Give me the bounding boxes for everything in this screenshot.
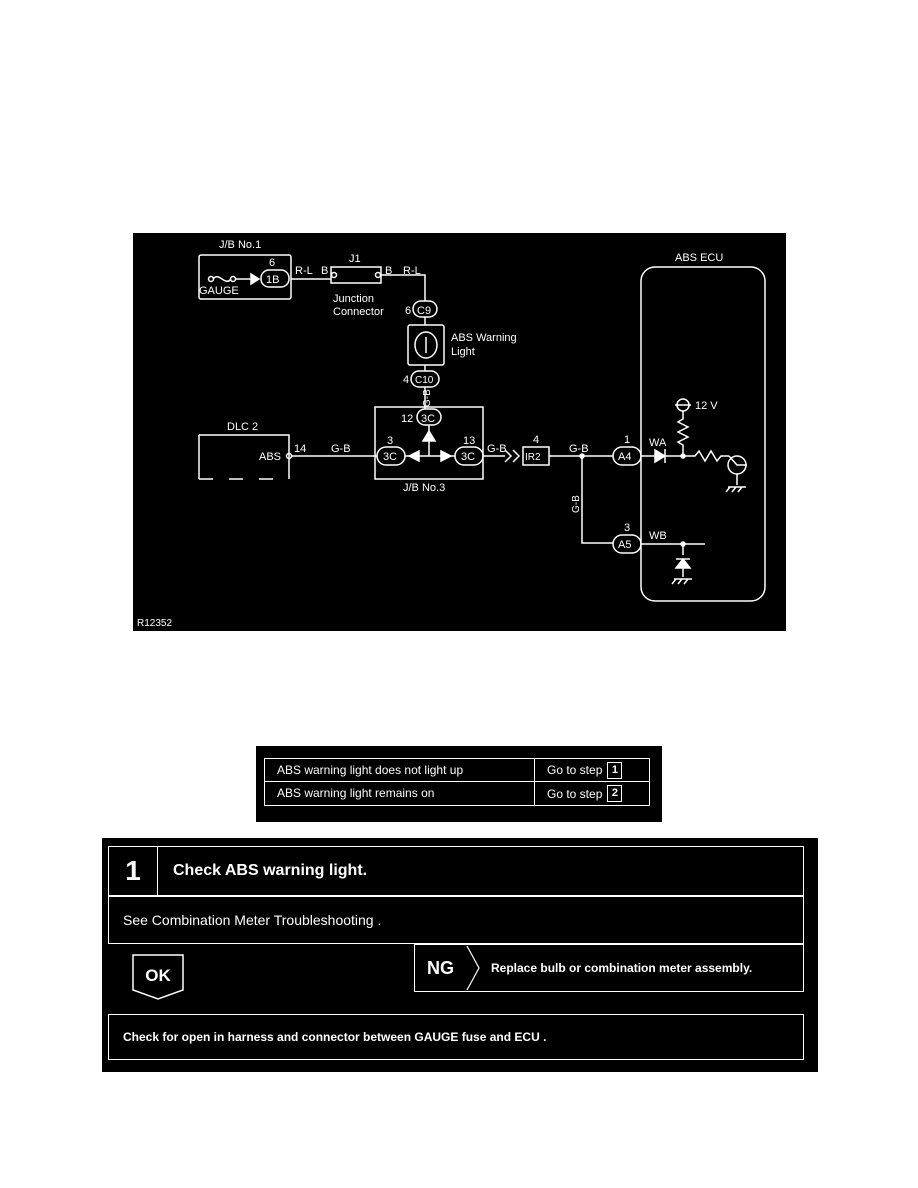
dlc2-abs-terminal: ABS bbox=[259, 451, 281, 463]
chevron-right-icon bbox=[466, 945, 480, 991]
go-to-step-text: Go to step bbox=[547, 786, 603, 801]
ir2-pin: 4 bbox=[533, 434, 539, 446]
jb1-box bbox=[198, 254, 292, 300]
jb3-right-connector: 3C bbox=[461, 451, 475, 463]
abs-warning-light-line1: ABS Warning bbox=[451, 332, 517, 344]
symptom-action: Go to step 2 bbox=[535, 782, 649, 805]
a5-pin: 3 bbox=[624, 522, 630, 534]
ng-result-box: NG Replace bulb or combination meter ass… bbox=[414, 944, 804, 992]
figure-code: R12352 bbox=[137, 618, 172, 629]
step-description-box: See Combination Meter Troubleshooting . bbox=[108, 896, 804, 944]
j1-box bbox=[330, 266, 382, 284]
wire-gb-out: G-B bbox=[487, 443, 507, 455]
step-number: 1 bbox=[109, 847, 158, 895]
step-link-2[interactable]: 2 bbox=[607, 785, 623, 802]
jb3-right-pin: 13 bbox=[463, 435, 475, 447]
c9-connector: C9 bbox=[417, 305, 431, 317]
wire-b-left: B bbox=[321, 265, 328, 277]
abs-ecu-title: ABS ECU bbox=[675, 252, 723, 264]
symptom-action: Go to step 1 bbox=[535, 759, 649, 781]
step-1-panel: 1 Check ABS warning light. See Combinati… bbox=[102, 838, 818, 1072]
wire-rl-right: R-L bbox=[403, 265, 421, 277]
abs-ecu-box bbox=[640, 266, 766, 602]
c10-connector: C10 bbox=[415, 375, 434, 386]
gauge-fuse-label: GAUGE bbox=[199, 285, 239, 297]
jb3-top-pin: 12 bbox=[401, 413, 413, 425]
jb3-title: J/B No.3 bbox=[403, 482, 445, 494]
ok-action: Check for open in harness and connector … bbox=[123, 1030, 547, 1044]
jb1-connector: 1B bbox=[266, 274, 279, 286]
dlc2-title: DLC 2 bbox=[227, 421, 258, 433]
table-row: ABS warning light remains on Go to step … bbox=[264, 782, 650, 806]
abs-wiring-diagram: J/B No.1 6 1B GAUGE R-L B J1 B R-L Junct… bbox=[133, 233, 786, 631]
warning-light-box bbox=[407, 324, 445, 366]
a4-pin: 1 bbox=[624, 434, 630, 446]
go-to-step-text: Go to step bbox=[547, 763, 603, 777]
j1-label: J1 bbox=[349, 253, 361, 265]
ir2-connector: IR2 bbox=[525, 452, 541, 463]
ng-label: NG bbox=[427, 958, 454, 978]
a4-connector: A4 bbox=[618, 451, 631, 463]
wire-gb-vertical: G-B bbox=[422, 389, 433, 407]
wire-gb-down: G-B bbox=[571, 495, 582, 513]
junction-connector-line2: Connector bbox=[333, 306, 384, 318]
symptom-table: ABS warning light does not light up Go t… bbox=[256, 746, 662, 822]
abs-warning-light-line2: Light bbox=[451, 346, 475, 358]
ok-badge: OK bbox=[132, 954, 184, 1005]
voltage-label: 12 V bbox=[695, 400, 718, 412]
step-link-1[interactable]: 1 bbox=[607, 761, 623, 779]
wb-terminal: WB bbox=[649, 530, 667, 542]
jb3-left-connector: 3C bbox=[383, 451, 397, 463]
step-description: See Combination Meter Troubleshooting . bbox=[123, 912, 382, 928]
symptom-condition: ABS warning light remains on bbox=[265, 782, 535, 805]
c9-pin: 6 bbox=[405, 305, 411, 317]
dlc2-pin: 14 bbox=[294, 443, 306, 455]
ng-action: Replace bulb or combination meter assemb… bbox=[491, 961, 753, 975]
jb1-pin: 6 bbox=[269, 257, 275, 269]
wire-b-right: B bbox=[385, 265, 392, 277]
wa-terminal: WA bbox=[649, 437, 667, 449]
jb1-title: J/B No.1 bbox=[219, 239, 261, 251]
a5-connector: A5 bbox=[618, 539, 631, 551]
ok-action-box: Check for open in harness and connector … bbox=[108, 1014, 804, 1060]
junction-connector-line1: Junction bbox=[333, 293, 374, 305]
table-row: ABS warning light does not light up Go t… bbox=[264, 758, 650, 782]
connector-1b-shape bbox=[260, 269, 290, 288]
ok-label: OK bbox=[145, 966, 171, 985]
jb3-box bbox=[374, 406, 484, 480]
step-header: 1 Check ABS warning light. bbox=[108, 846, 804, 896]
jb3-left-pin: 3 bbox=[387, 435, 393, 447]
step-title: Check ABS warning light. bbox=[173, 862, 368, 879]
jb3-top-connector: 3C bbox=[421, 413, 435, 425]
wire-gb-ecu: G-B bbox=[569, 443, 589, 455]
symptom-condition: ABS warning light does not light up bbox=[265, 759, 535, 781]
wire-gb-dlc: G-B bbox=[331, 443, 351, 455]
wire-rl-left: R-L bbox=[295, 265, 313, 277]
c10-pin: 4 bbox=[403, 374, 409, 386]
